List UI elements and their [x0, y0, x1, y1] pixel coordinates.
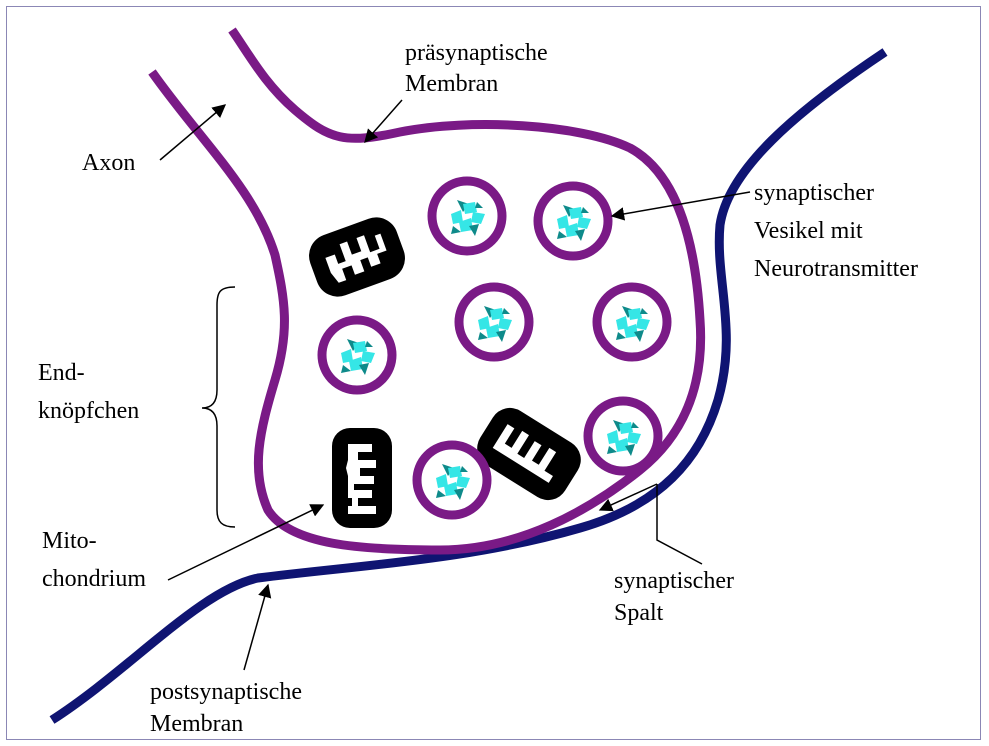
label-cleft-line1: synaptischer: [614, 568, 734, 594]
vesicle-6: [588, 401, 658, 471]
vesicle-1: [432, 181, 502, 251]
label-mito-line2: chondrium: [42, 566, 146, 592]
vesicle-7: [417, 445, 487, 515]
label-vesicle-line1: synaptischer: [754, 180, 874, 206]
vesicle-5: [322, 320, 392, 390]
label-presynaptic-line1: präsynaptische: [405, 40, 548, 66]
label-bouton-line2: knöpfchen: [38, 398, 139, 424]
label-vesicle-line2: Vesikel mit: [754, 218, 863, 244]
postsynaptic-membrane: [52, 52, 885, 720]
label-postsynaptic-line2: Membran: [150, 711, 243, 737]
label-mito-line1: Mito-: [42, 528, 97, 554]
vesicle-3: [459, 287, 529, 357]
mitochondrion-1: [303, 211, 411, 303]
vesicle-4: [597, 287, 667, 357]
label-bouton-line1: End-: [38, 360, 85, 386]
vesicle-2: [538, 186, 608, 256]
bouton-brace: [202, 287, 235, 527]
label-presynaptic-line2: Membran: [405, 71, 498, 97]
label-axon: Axon: [82, 150, 135, 176]
label-cleft-line2: Spalt: [614, 600, 664, 626]
mitochondrion-2: [332, 428, 392, 528]
postsynaptic-pointer: [244, 585, 268, 670]
cleft-pointer: [657, 484, 702, 564]
label-postsynaptic-line1: postsynaptische: [150, 679, 302, 705]
label-vesicle-line3: Neurotransmitter: [754, 256, 918, 282]
